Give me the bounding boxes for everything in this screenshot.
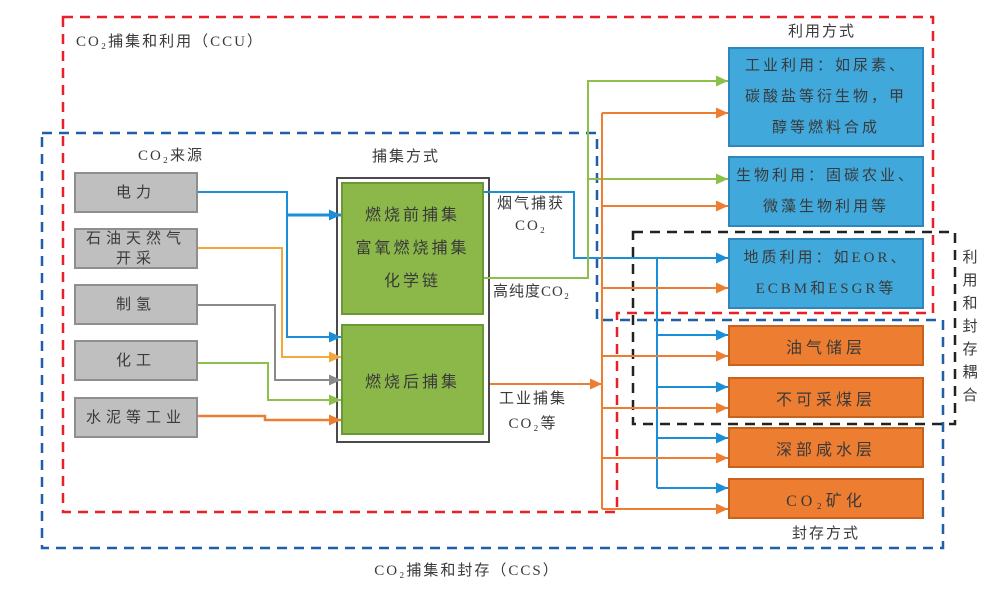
- utilization-label: 地质利用：如EOR、: [743, 249, 909, 266]
- source-power[interactable]: 电力: [74, 172, 198, 213]
- source-label: 制氢: [115, 296, 156, 313]
- capture-label: 化学链: [383, 273, 441, 290]
- ccs-group-label: CO₂捕集和封存（CCS）: [374, 563, 560, 579]
- utilization-biological[interactable]: 生物利用：固碳农业、 微藻生物利用等: [728, 156, 924, 227]
- source-label: 石油天然气: [85, 230, 186, 247]
- capture-label: 富氧燃烧捕集: [355, 240, 470, 257]
- capture-pre-combustion[interactable]: 燃烧前捕集 富氧燃烧捕集 化学链: [341, 182, 484, 315]
- ccu-group-label: CO₂捕集和利用（CCU）: [76, 34, 264, 50]
- coupling-group-label: 利用和封存耦合: [962, 250, 978, 404]
- storage-unminable-coal[interactable]: 不可采煤层: [728, 377, 924, 418]
- utilization-label: 碳酸盐等衍生物，甲: [744, 88, 907, 105]
- storage-mineralization[interactable]: CO₂矿化: [728, 478, 924, 519]
- capture-label: 燃烧后捕集: [364, 373, 460, 391]
- utilization-label: 工业利用：如尿素、: [744, 57, 907, 74]
- capture-title: 捕集方式: [371, 149, 441, 165]
- connector-high-purity: [484, 75, 728, 279]
- source-oil-gas[interactable]: 石油天然气 开采: [74, 228, 198, 269]
- capture-label: 燃烧前捕集: [364, 207, 460, 224]
- capture-post-combustion[interactable]: 燃烧后捕集: [341, 324, 484, 435]
- utilization-industrial[interactable]: 工业利用：如尿素、 碳酸盐等衍生物，甲 醇等燃料合成: [728, 47, 924, 147]
- utilization-title: 利用方式: [787, 24, 857, 40]
- storage-label: 深部咸水层: [775, 441, 876, 459]
- source-label: 电力: [115, 184, 156, 201]
- flue-gas-label-2: CO₂: [514, 218, 548, 234]
- connector-power: [198, 191, 341, 343]
- source-label: 开采: [115, 250, 156, 267]
- storage-label: 不可采煤层: [775, 391, 876, 409]
- source-chemical[interactable]: 化工: [74, 340, 198, 381]
- connector-chemical: [198, 362, 341, 406]
- connector-cement: [198, 414, 341, 426]
- utilization-label: 生物利用：固碳农业、: [735, 167, 916, 184]
- source-hydrogen[interactable]: 制氢: [74, 284, 198, 325]
- storage-oil-gas-reservoir[interactable]: 油气储层: [728, 325, 924, 366]
- industrial-label-2: CO₂等: [508, 416, 558, 432]
- utilization-label: ECBM和ESGR等: [755, 280, 897, 297]
- storage-title: 封存方式: [791, 526, 861, 542]
- high-purity-label: 高纯度CO₂: [493, 284, 571, 300]
- sources-title: CO₂来源: [137, 148, 205, 164]
- storage-saline-aquifer[interactable]: 深部咸水层: [728, 427, 924, 468]
- utilization-label: 醇等燃料合成: [771, 119, 880, 136]
- source-label: 水泥等工业: [85, 409, 186, 426]
- storage-label: 油气储层: [785, 339, 866, 357]
- utilization-geological[interactable]: 地质利用：如EOR、 ECBM和ESGR等: [728, 238, 924, 309]
- industrial-label-1: 工业捕集: [498, 391, 568, 407]
- source-cement[interactable]: 水泥等工业: [74, 397, 198, 438]
- connector-oil-gas: [198, 247, 341, 363]
- utilization-label: 微藻生物利用等: [762, 198, 889, 215]
- flue-gas-label-1: 烟气捕获: [496, 196, 566, 212]
- connector-hydrogen: [198, 304, 341, 386]
- storage-label: CO₂矿化: [786, 492, 866, 510]
- source-label: 化工: [115, 352, 156, 369]
